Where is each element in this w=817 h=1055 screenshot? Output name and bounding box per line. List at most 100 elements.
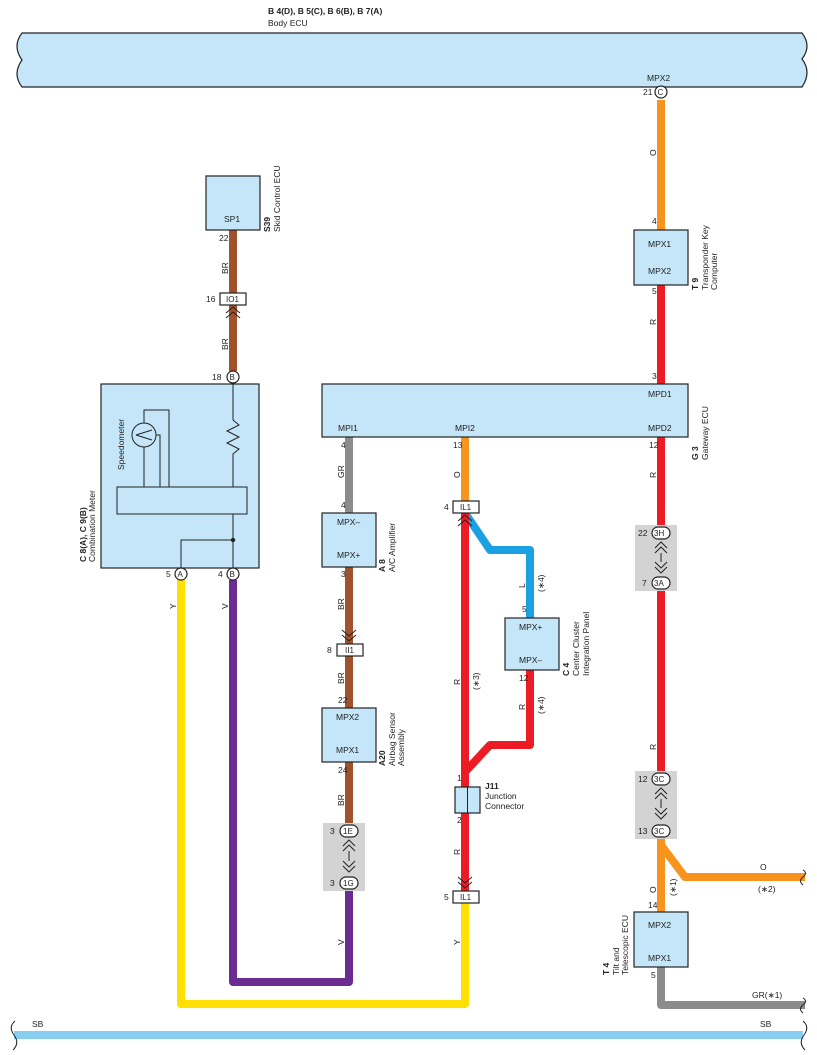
sb-bus: SB SB [10,1019,808,1051]
wire-labels: O BR BR R GR O R BR BR BR Y V V L (∗4) R… [168,149,782,1000]
transponder-pin-bottom: 5 [652,286,657,296]
combo-meter-internal-block [116,486,248,515]
body-ecu-terminal: MPX2 [647,73,670,83]
connector-3c-chevrons [654,787,668,820]
combo-meter-pin-a-number: 5 [166,569,171,579]
gateway-pin-mpd2: 12 [649,440,659,450]
label-il1b-y: Y [452,939,462,945]
label-cc-l-note: (∗4) [536,574,546,592]
connector-3h-pin: 22 [638,528,648,538]
gateway-mpd2: MPD2 [648,423,672,433]
tilt-ecu-terminal-bottom: MPX1 [648,953,671,963]
wire-v-1g-meter [229,580,353,986]
ac-amp-terminal-bottom: MPX+ [337,550,360,560]
connector-3a-box [651,576,671,590]
body-ecu-pin-letter: C [658,88,664,97]
body-ecu: B 4(D), B 5(C), B 6(B), B 7(A) Body ECU … [16,6,808,99]
body-ecu-pin-c [654,85,668,99]
connector-1e-box [339,824,359,838]
connector-il1-bottom: IL1 5 [444,876,480,904]
sb-break-right [800,1020,808,1051]
transponder-key-computer: MPX1 MPX2 4 5 T 9 Transponder Key Comput… [633,216,719,296]
label-cc-r: R [517,704,527,710]
connector-ii1: II1 8 [327,629,364,657]
label-il1-r: R [452,679,462,685]
ac-amp-name: A/C Amplifier [387,523,397,572]
label-airbag-br: BR [336,794,346,806]
combo-meter-pin-top-letter: B [230,373,235,382]
tilt-ecu-terminal-top: MPX2 [648,920,671,930]
label-ac-br: BR [336,598,346,610]
connector-il1-bottom-chevron [457,876,473,889]
connector-il1-top-pin: 4 [444,502,449,512]
combo-meter-pin-a [174,567,188,581]
junction-name-2: Connector [485,801,524,811]
label-trans-r: R [648,319,658,325]
label-combo-y: Y [168,603,178,609]
label-cc-l: L [517,583,527,588]
connector-3h-label: 3H [654,529,664,538]
speedometer-wire-1 [143,409,170,487]
resistor-icon [225,419,241,487]
wire-gr-tilt [657,967,805,1009]
sb-break-left [10,1020,18,1051]
airbag-terminal-top: MPX2 [336,712,359,722]
combo-meter-junction-dot [230,537,236,543]
combo-meter-name: Combination Meter [87,490,97,562]
transponder-code: T 9 [690,277,700,290]
label-tilt-o-note: (∗1) [668,878,678,896]
skid-ecu-code: S39 [262,217,272,232]
tilt-telescopic-ecu: MPX2 MPX1 14 5 T 4 Tilt and Telescopic E… [601,900,689,980]
gateway-box [321,383,689,438]
speedometer-label: Speedometer [116,419,126,470]
gateway-mpi1: MPI1 [338,423,358,433]
center-cluster-pin-bottom: 12 [519,673,529,683]
center-cluster-panel: MPX+ MPX– 5 12 C 4 Center Cluster Integr… [504,604,591,683]
tilt-ecu-name-2: Telescopic ECU [620,915,630,975]
ac-amp-terminal-top: MPX– [337,517,360,527]
gateway-pin-mpi2: 13 [453,440,463,450]
ac-amp-code: A 8 [377,559,387,572]
speedometer-wire-2 [156,434,161,487]
connector-io1-box [219,292,247,306]
body-ecu-title: B 4(D), B 5(C), B 6(B), B 7(A) [268,6,382,16]
label-gw-r: R [648,472,658,478]
skid-ecu-pin: 22 [219,233,229,243]
connector-3c-bottom-box [651,824,671,838]
connector-io1-label: IO1 [226,295,239,304]
junction-name-1: Junction [485,791,517,801]
connector-1e-pin: 3 [330,826,335,836]
connector-3c-bottom-pin: 13 [638,826,648,836]
connector-1e-label: 1E [343,827,353,836]
label-branch-o-note: (∗2) [758,884,776,894]
connector-il1-bottom-pin: 5 [444,892,449,902]
connector-ii1-box [336,643,364,657]
label-tilt-o: O [648,886,658,893]
connector-1e-1g: 1E 3 1G 3 [323,823,365,891]
airbag-name-1: Airbag Sensor [387,712,397,766]
wire-break-orange [800,869,806,886]
tilt-ecu-box [633,911,689,968]
label-combo-v: V [220,603,230,609]
tilt-ecu-name-1: Tilt and [611,947,621,975]
transponder-name-1: Transponder Key [700,224,710,290]
connector-3h-box [651,526,671,540]
transponder-name-2: Computer [709,253,719,290]
gateway-ecu: MPD1 MPI1 MPI2 MPD2 3 4 13 12 G 3 Gatewa… [321,371,710,460]
transponder-box [633,229,689,286]
label-branch-o: O [760,862,767,872]
airbag-pin-bottom: 24 [338,765,348,775]
combo-meter-pin-a-letter: A [178,570,184,579]
skid-ecu-box [205,175,261,231]
airbag-terminal-bottom: MPX1 [336,745,359,755]
skid-ecu-terminal: SP1 [224,214,240,224]
connector-io1-pin: 16 [206,294,216,304]
body-ecu-pin-number: 21 [643,87,653,97]
airbag-pin-top: 22 [338,695,348,705]
label-j11-r: R [452,849,462,855]
tilt-ecu-pin-bottom: 5 [651,970,656,980]
airbag-box [321,707,377,763]
center-cluster-code: C 4 [561,663,571,677]
center-cluster-pin-top: 5 [522,604,527,614]
